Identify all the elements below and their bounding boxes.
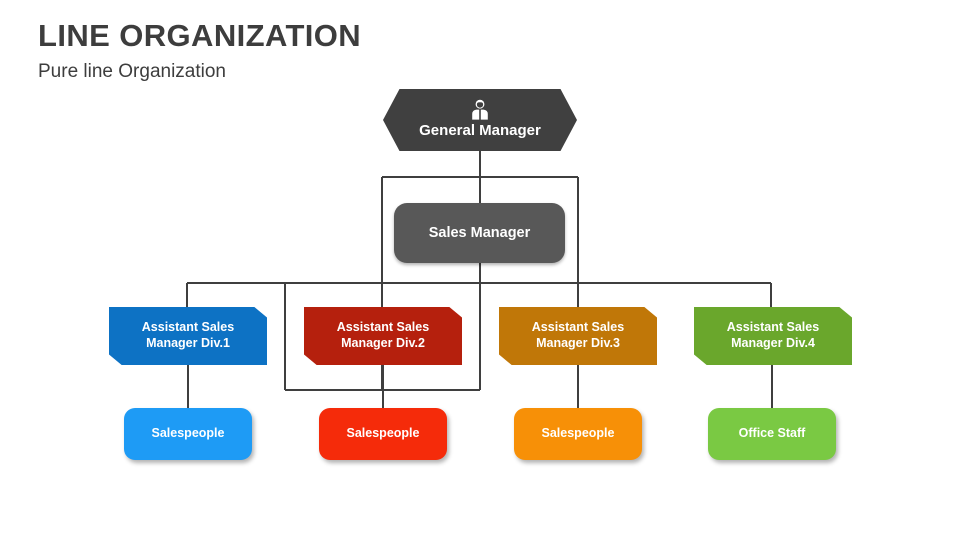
asm-1-shape (109, 307, 267, 365)
asm-1-label-line2: Manager Div.1 (146, 336, 230, 350)
salespeople-2-label: Salespeople (346, 426, 420, 441)
asm-1-label: Assistant Sales Manager Div.1 (142, 320, 234, 351)
office-staff-label: Office Staff (738, 426, 806, 441)
asm-1-label-line1: Assistant Sales (141, 320, 235, 335)
node-assistant-sales-manager-div-2[interactable]: Assistant Sales Manager Div.2 (304, 307, 465, 368)
sales-manager-label: Sales Manager (428, 224, 531, 241)
node-assistant-sales-manager-div-1[interactable]: Assistant Sales Manager Div.1 (109, 307, 270, 368)
asm-2-label-line1: Assistant Sales (336, 320, 430, 335)
node-assistant-sales-manager-div-4[interactable]: Assistant Sales Manager Div.4 (694, 307, 855, 368)
asm-2-label-line2: Manager Div.2 (341, 336, 425, 350)
node-office-staff[interactable]: Office Staff (708, 408, 836, 460)
node-sales-manager[interactable]: Sales Manager (394, 203, 565, 263)
asm-2-label: Assistant Sales Manager Div.2 (337, 320, 429, 351)
asm-4-label-line2: Manager Div.4 (731, 336, 815, 350)
node-salespeople-2[interactable]: Salespeople (319, 408, 447, 460)
general-manager-shape (383, 89, 577, 151)
asm-3-label: Assistant Sales Manager Div.3 (532, 320, 624, 351)
salespeople-3-label: Salespeople (541, 426, 615, 441)
person-icon (472, 99, 488, 120)
node-salespeople-1[interactable]: Salespeople (124, 408, 252, 460)
asm-2-shape (304, 307, 462, 365)
page-title: LINE ORGANIZATION (38, 18, 362, 53)
asm-4-shape (694, 307, 852, 365)
node-general-manager[interactable]: General Manager (383, 89, 577, 151)
page-subtitle: Pure line Organization (38, 61, 226, 82)
asm-3-shape (499, 307, 657, 365)
asm-3-label-line1: Assistant Sales (531, 320, 625, 335)
node-salespeople-3[interactable]: Salespeople (514, 408, 642, 460)
general-manager-label: General Manager (419, 122, 541, 140)
asm-4-label-line1: Assistant Sales (726, 320, 820, 335)
node-assistant-sales-manager-div-3[interactable]: Assistant Sales Manager Div.3 (499, 307, 660, 368)
asm-3-label-line2: Manager Div.3 (536, 336, 620, 350)
asm-4-label: Assistant Sales Manager Div.4 (727, 320, 819, 351)
salespeople-1-label: Salespeople (151, 426, 225, 441)
